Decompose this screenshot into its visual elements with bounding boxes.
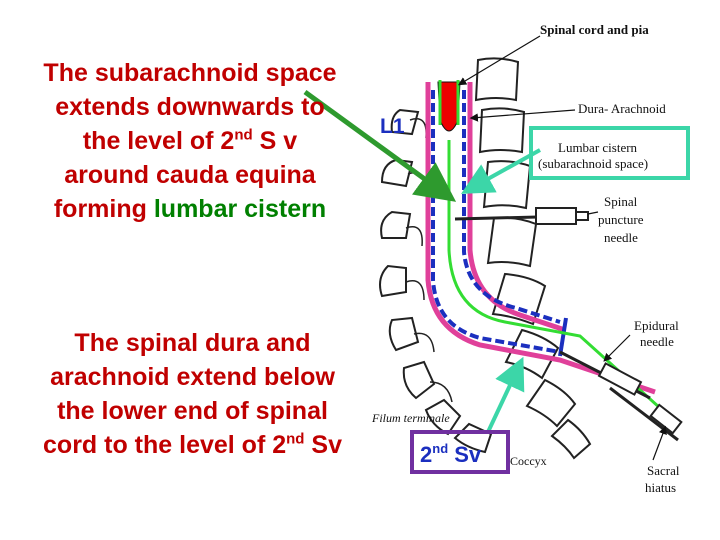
dura-description: The spinal dura and arachnoid extend bel… [0, 326, 385, 462]
label-spinal-cord: Spinal cord and pia [540, 22, 649, 37]
cord-green-outline [438, 80, 460, 125]
spinal-needle-pointer [587, 211, 599, 215]
teal-arrow-cistern [461, 148, 541, 194]
epidural-pointer [603, 334, 631, 362]
dura-pointer [469, 109, 576, 122]
arachnoid-line-anterior [462, 90, 561, 324]
text2-line3: the lower end of spinal [57, 397, 328, 425]
label-spinal-2: puncture [598, 212, 644, 227]
epidural-needle [559, 350, 651, 400]
text1-line2: extends downwards to [55, 93, 325, 121]
second-sv-box [410, 430, 510, 474]
lumbar-cistern-box [529, 126, 690, 180]
text1-line4: around cauda equina [64, 161, 316, 189]
dural-sac-end [558, 317, 568, 357]
sacral-pointer [652, 425, 667, 461]
label-cistern-1: Lumbar cistern [558, 140, 638, 155]
label-sacral-1: Sacral [647, 463, 680, 478]
label-spinal-3: needle [604, 230, 638, 245]
spinal-cord-pointer [457, 35, 541, 86]
filum-terminale [447, 140, 662, 410]
text1-line1: The subarachnoid space [43, 59, 337, 87]
label-l1: L1 [380, 115, 405, 138]
label-second-sv: 2nd Sv [420, 441, 482, 467]
label-epidural-1: Epidural [634, 318, 679, 333]
label-cistern-2: (subarachnoid space) [538, 156, 648, 171]
cistern-description: The subarachnoid space extends downwards… [0, 56, 380, 226]
text1-line3: the level of 2nd S v [82, 126, 298, 155]
teal-arrow-sv [486, 356, 525, 433]
label-filum: Filum terminale [371, 411, 450, 425]
text2-line2: arachnoid extend below [50, 363, 335, 391]
label-sacral-2: hiatus [645, 480, 676, 495]
label-epidural-2: needle [640, 334, 674, 349]
dura-line [425, 82, 656, 395]
text1-line5: forming lumbar cistern [53, 195, 327, 223]
spinal-needle [454, 207, 589, 225]
text2-line1: The spinal dura and [74, 329, 311, 357]
vertebral-bodies [474, 57, 592, 460]
green-arrow [303, 89, 457, 202]
text2-line4: cord to the level of 2nd Sv [43, 430, 342, 459]
label-spinal-1: Spinal [604, 194, 638, 209]
arachnoid-line [431, 90, 561, 354]
label-coccyx: Coccyx [510, 454, 547, 468]
label-dura: Dura- Arachnoid [578, 101, 666, 116]
